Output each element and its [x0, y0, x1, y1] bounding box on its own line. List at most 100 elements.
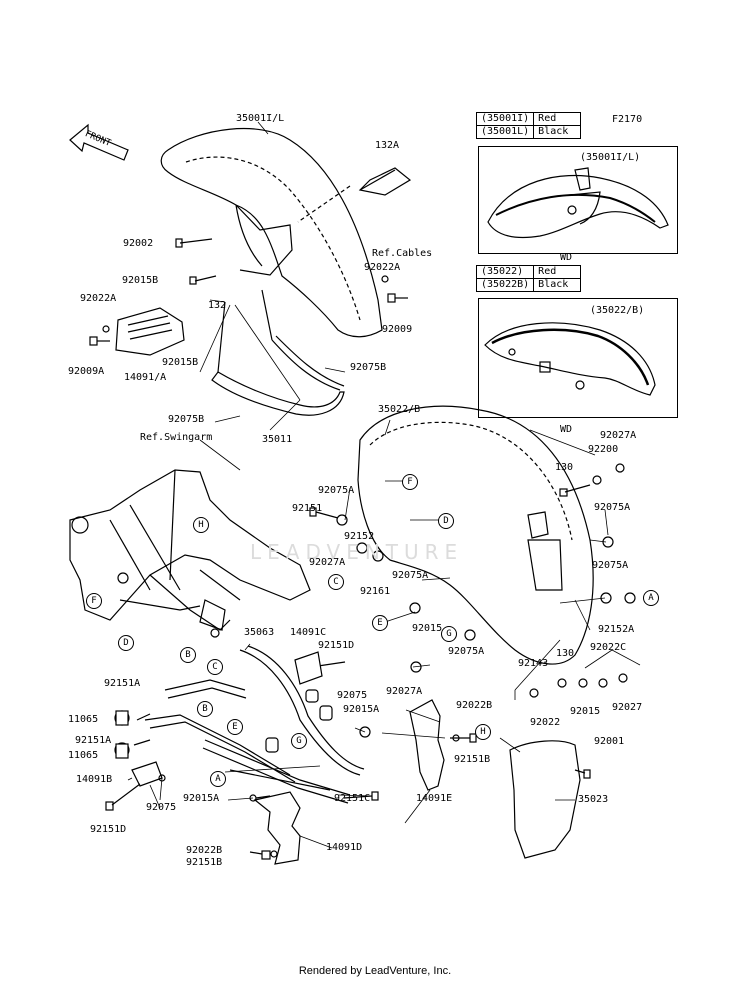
part-label: 92022A	[80, 293, 117, 304]
front-fender-bolts	[89, 167, 412, 346]
callout-letter: G	[441, 626, 457, 642]
part-label: 92001	[594, 736, 625, 747]
part-label: 92075A	[318, 485, 355, 496]
part-label: 92015	[570, 706, 601, 717]
callout-letter: A	[643, 590, 659, 606]
inset-front-fender-drawing	[487, 167, 669, 239]
variant-color: Black	[533, 125, 582, 139]
part-label: 92015A	[183, 793, 220, 804]
variant-code: (35022B)	[475, 278, 535, 292]
part-label: Ref.Swingarm	[140, 432, 213, 443]
part-label: 92151B	[186, 857, 223, 868]
part-label: 130	[556, 648, 575, 659]
part-label: 92022	[530, 717, 561, 728]
callout-letter: D	[438, 513, 454, 529]
part-label: 92015B	[122, 275, 159, 286]
leader-lines	[127, 121, 641, 849]
part-label: 92022B	[456, 700, 493, 711]
part-label: 92015B	[162, 357, 199, 368]
part-label: 92151D	[90, 824, 127, 835]
part-label: 92151C	[334, 793, 371, 804]
bracket-14091d-drawing	[249, 791, 301, 865]
bracket-14091e-drawing	[409, 699, 477, 791]
part-label: 92027A	[309, 557, 346, 568]
variant-row: (35001L) Black	[475, 125, 582, 139]
part-label: 92075	[146, 802, 177, 813]
part-label: 35023	[578, 794, 609, 805]
part-label: 92200	[588, 444, 619, 455]
part-label: 130	[555, 462, 574, 473]
part-label: 35063	[244, 627, 275, 638]
variant-row: (35022B) Black	[475, 278, 582, 292]
part-label: 92027A	[386, 686, 423, 697]
part-label: 92143	[518, 658, 549, 669]
part-label: 92075B	[350, 362, 387, 373]
callout-letter: C	[328, 574, 344, 590]
part-label: 92015	[412, 623, 443, 634]
part-label: 14091E	[416, 793, 453, 804]
lower-frame-drawing	[105, 645, 379, 811]
part-label: 92075B	[168, 414, 205, 425]
part-label: 92075A	[392, 570, 429, 581]
part-label: 92151A	[75, 735, 112, 746]
inset-front-caption: (35001I/L)	[580, 152, 641, 163]
variant-row: (35001I) Red	[475, 112, 582, 126]
part-label: 132A	[375, 140, 400, 151]
variant-color: Red	[533, 112, 582, 126]
variant-code: (35022)	[475, 265, 535, 279]
callout-letter: F	[86, 593, 102, 609]
watermark: LEADVENTURE	[250, 540, 464, 564]
callout-letter: H	[193, 517, 209, 533]
wd-note-top: WD	[560, 252, 573, 263]
part-label: 92075A	[448, 646, 485, 657]
part-label: Ref.Cables	[372, 248, 433, 259]
variant-color: Red	[533, 265, 582, 279]
part-label: 14091/A	[124, 372, 167, 383]
part-label: 92152A	[598, 624, 635, 635]
part-label: 11065	[68, 750, 99, 761]
part-label: 92022B	[186, 845, 223, 856]
fender-stay-drawing	[211, 289, 345, 416]
part-label: 92161	[360, 586, 391, 597]
inset-rear-fender-box	[478, 298, 678, 418]
part-label: 14091D	[326, 842, 363, 853]
part-label: 92002	[123, 238, 154, 249]
rear-fender-variant-table: (35022) Red (35022B) Black	[475, 265, 582, 292]
variant-row: (35022) Red	[475, 265, 582, 279]
front-fender-drawing	[160, 127, 383, 338]
part-label: 14091B	[76, 774, 113, 785]
part-label: 92027A	[600, 430, 637, 441]
part-label: 35011	[262, 434, 293, 445]
part-label: 35001I/L	[236, 113, 285, 124]
part-label: 92009	[382, 324, 413, 335]
part-label: 92075A	[594, 502, 631, 513]
callout-letter: B	[180, 647, 196, 663]
part-label: 92022A	[364, 262, 401, 273]
part-label: 92009A	[68, 366, 105, 377]
callout-letter: B	[197, 701, 213, 717]
callout-letter: E	[372, 615, 388, 631]
rear-fender-drawing	[357, 405, 594, 665]
part-label: 92151B	[454, 754, 491, 765]
part-label: 92151A	[104, 678, 141, 689]
front-fender-variant-table: (35001I) Red (35001L) Black	[475, 112, 582, 139]
inset-rear-fender-drawing	[484, 322, 656, 396]
part-label: 92151D	[318, 640, 355, 651]
callout-letter: F	[402, 474, 418, 490]
part-label: 92022C	[590, 642, 627, 653]
part-label: 92152	[344, 531, 375, 542]
wd-note: WD	[560, 424, 573, 435]
part-label: 92075	[337, 690, 368, 701]
inset-front-fender-box	[478, 146, 678, 254]
callout-letter: D	[118, 635, 134, 651]
variant-code: (35001I)	[475, 112, 535, 126]
part-label: 92075A	[592, 560, 629, 571]
part-label: 92015A	[343, 704, 380, 715]
callout-letter: E	[227, 719, 243, 735]
rear-fender-hardware	[309, 463, 636, 698]
part-label: 11065	[68, 714, 99, 725]
diagram-code: F2170	[612, 114, 643, 125]
variant-code: (35001L)	[475, 125, 535, 139]
